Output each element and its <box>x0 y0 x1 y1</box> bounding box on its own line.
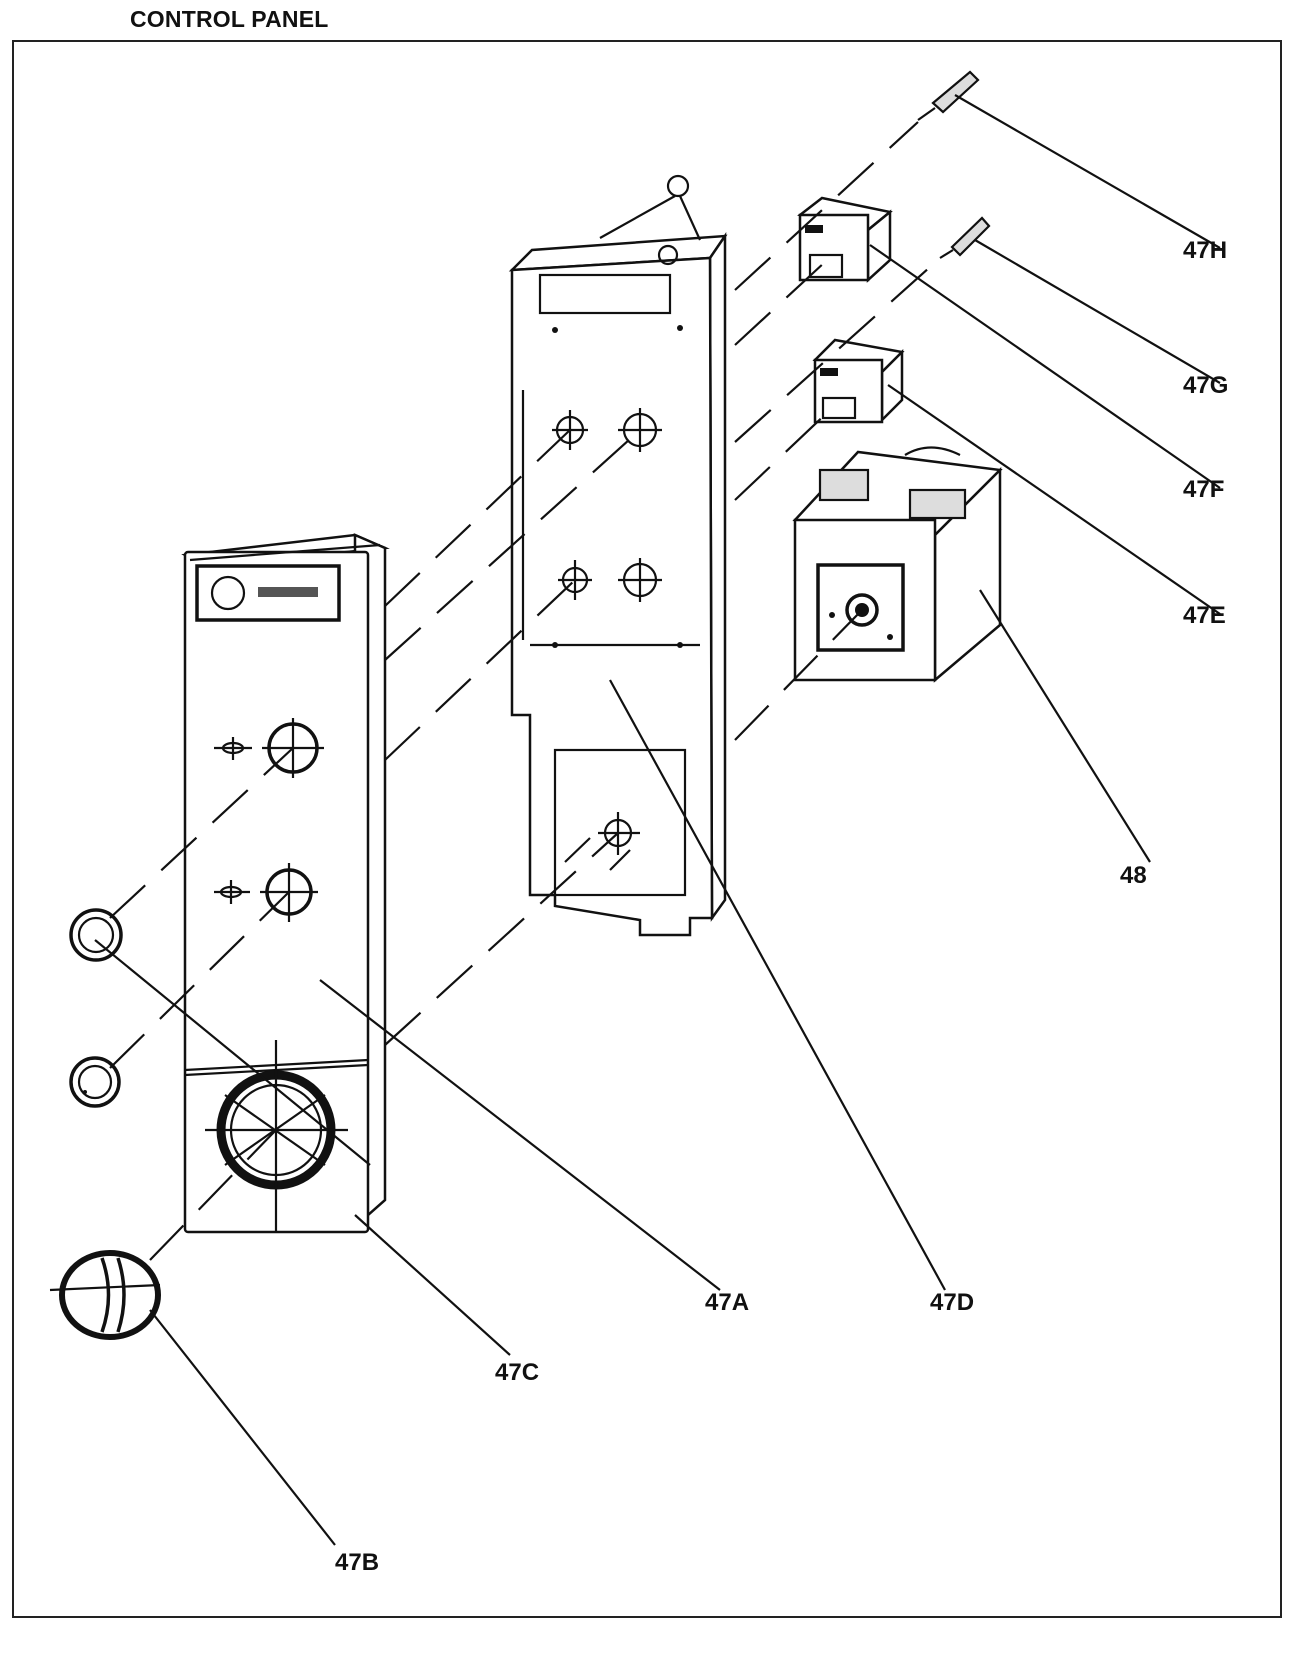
callout-47f: 47F <box>1183 476 1224 503</box>
relay-47f <box>797 196 893 283</box>
terminal-47g <box>939 216 991 259</box>
assembly-lines <box>109 121 941 1261</box>
knob-lower <box>69 1056 121 1108</box>
callout-47b: 47B <box>335 1549 379 1576</box>
leader-lines <box>94 94 1221 1546</box>
callout-47d: 47D <box>930 1289 974 1316</box>
terminal-47h <box>917 70 980 121</box>
callout-47c: 47C <box>495 1359 539 1386</box>
timer-switch <box>792 446 1003 683</box>
callout-48: 48 <box>1120 862 1147 889</box>
relay-47e <box>812 338 905 424</box>
callout-47g: 47G <box>1183 372 1228 399</box>
callout-47h: 47H <box>1183 237 1227 264</box>
control-bracket <box>508 174 728 937</box>
timer-knob-47b <box>49 1250 161 1340</box>
diagram-title: CONTROL PANEL <box>130 6 329 32</box>
front-fascia-panel <box>181 533 390 1234</box>
knob-upper <box>69 908 123 962</box>
diagram-frame <box>12 40 1282 1618</box>
callout-47a: 47A <box>705 1289 749 1316</box>
callout-47e: 47E <box>1183 602 1226 629</box>
